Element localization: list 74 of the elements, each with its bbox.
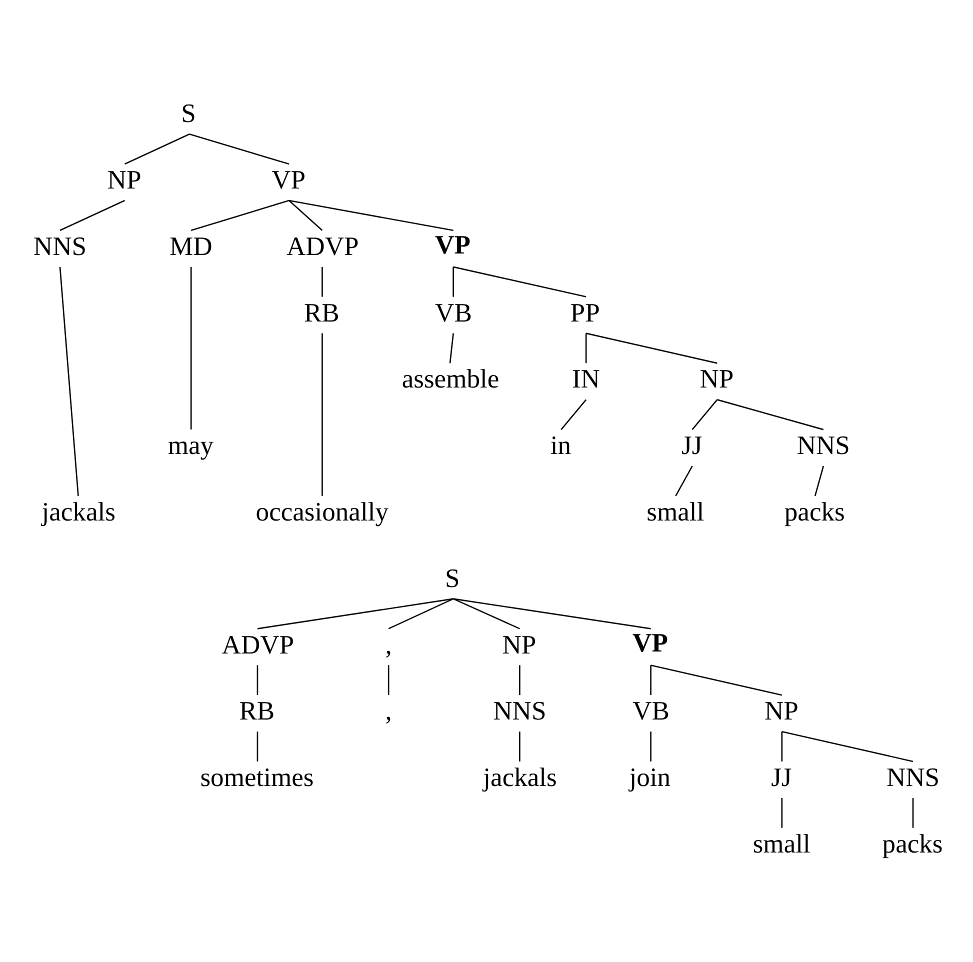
node-text: JJ [682,430,702,460]
node-text: sometimes [200,762,314,792]
node-text: small [752,828,810,858]
connector [190,200,290,232]
connector [717,399,824,430]
connector [190,266,192,430]
node-text: packs [882,828,943,858]
node-text: jackals [42,496,116,526]
node-text: S [181,98,196,128]
connector [453,598,520,630]
connector [650,665,652,696]
node-text: in [550,430,572,460]
connector [586,332,718,364]
connector [453,266,586,298]
node-text: RB [239,696,275,726]
connector [124,134,190,165]
node-text: MD [170,230,212,261]
connector [650,732,652,762]
node-text: packs [784,496,845,526]
node-text: NP [502,629,536,660]
node-text: VB [632,696,670,726]
node-text: VP [632,628,668,658]
node-text: occasionally [256,496,389,526]
node-text: ADVP [222,629,294,660]
connector [59,266,79,496]
node-text: NP [107,164,142,195]
connector [452,266,454,297]
connector [519,732,520,762]
connector [60,200,125,231]
node-text: NP [700,364,734,394]
node-text: IN [572,364,600,394]
node-text: VP [435,229,470,260]
connector [650,664,782,696]
node-text: join [629,762,671,792]
node-text: small [646,496,704,526]
connector [322,266,323,297]
connector [257,598,454,630]
connector [288,200,454,232]
node-text: , [385,629,392,660]
node-text: VB [435,297,472,328]
connector [519,665,520,696]
node-text: NP [764,696,798,726]
connector [288,200,323,231]
connector [560,399,587,430]
connector [675,466,693,496]
node-text: PP [570,297,600,328]
connector [189,134,290,165]
connector [781,732,783,762]
node-text: JJ [771,762,792,792]
node-text: , [385,696,392,726]
connector [388,598,454,630]
node-text: VP [272,164,306,195]
node-text: NNS [33,230,87,261]
connector [912,798,914,828]
connector [453,598,651,630]
node-text: assemble [402,364,500,394]
connector [388,665,390,696]
connector [814,466,824,496]
node-text: NNS [886,762,940,792]
connector [256,732,258,762]
node-text: S [445,562,460,593]
node-text: RB [304,297,340,328]
connector [449,333,454,364]
node-text: jackals [483,762,557,792]
connector [585,333,587,364]
connector [256,665,258,696]
connector [692,399,718,430]
connector [322,333,323,496]
node-text: ADVP [286,230,359,261]
connector [782,730,914,762]
connector [781,798,783,828]
node-text: may [168,430,214,460]
node-text: NNS [796,430,850,460]
node-text: NNS [493,696,546,726]
